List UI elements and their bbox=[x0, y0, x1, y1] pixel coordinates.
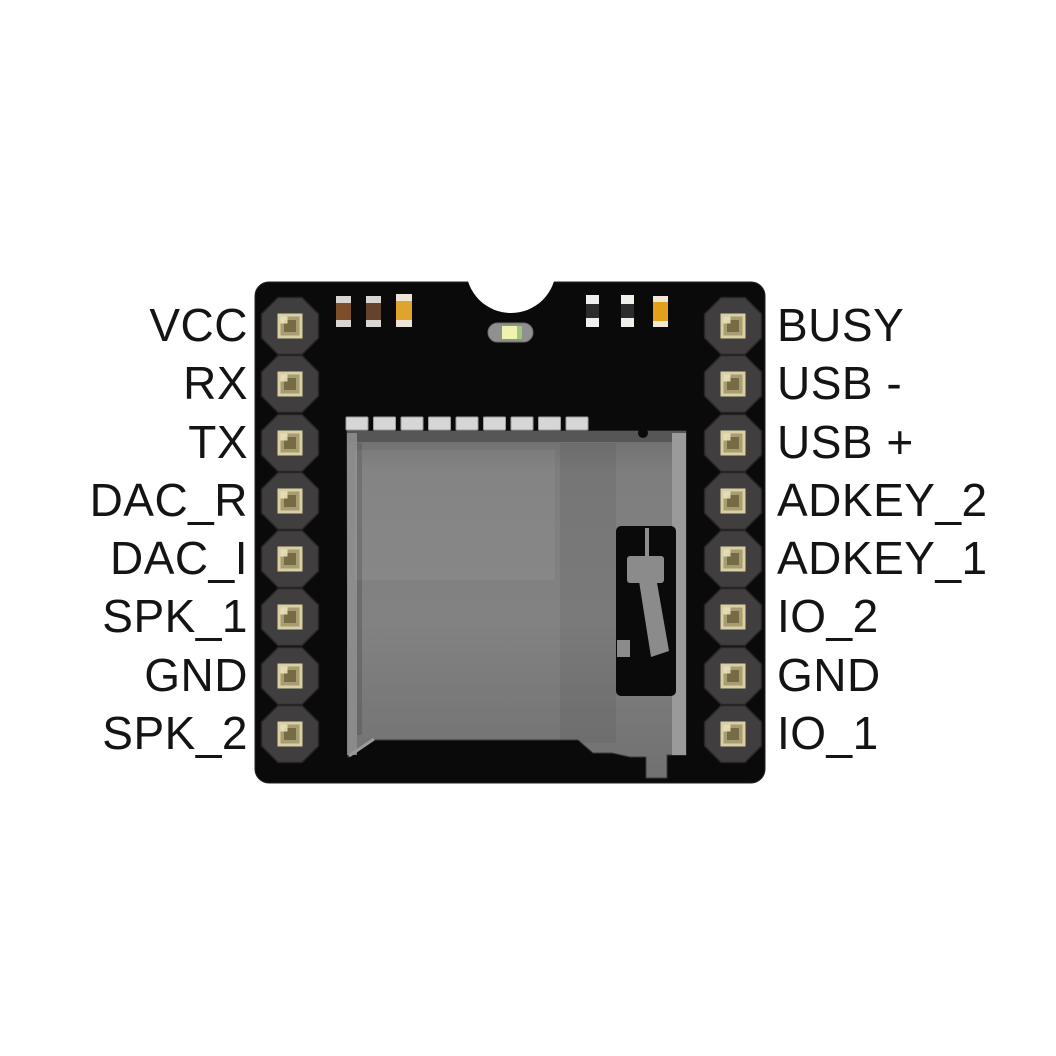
pin-usb-plus bbox=[703, 413, 763, 473]
pin-io-1 bbox=[703, 704, 763, 764]
pin-vcc bbox=[260, 296, 320, 356]
board-notch bbox=[466, 223, 556, 313]
slot-top-band bbox=[347, 431, 686, 442]
pin-label-spk-2: SPK_2 bbox=[102, 707, 248, 760]
smd-resistor bbox=[366, 296, 381, 327]
pin-label-dac-r: DAC_R bbox=[89, 474, 248, 527]
pin-label-busy: BUSY bbox=[777, 299, 905, 352]
pin-io-2 bbox=[703, 587, 763, 647]
pin-spk-1 bbox=[260, 587, 320, 647]
pin-label-adkey-2: ADKEY_2 bbox=[777, 474, 988, 527]
pin-label-adkey-1: ADKEY_1 bbox=[777, 532, 988, 585]
pin-label-tx: TX bbox=[188, 416, 248, 469]
slot-left-edge bbox=[347, 433, 357, 755]
pin-gnd-right bbox=[703, 646, 763, 706]
led-indicator bbox=[487, 322, 534, 343]
pin-dac-r bbox=[260, 471, 320, 531]
pin-busy bbox=[703, 296, 763, 356]
smd-resistor bbox=[586, 295, 599, 327]
smd-capacitor bbox=[396, 294, 412, 327]
pin-gnd-left bbox=[260, 646, 320, 706]
pin-label-io-1: IO_1 bbox=[777, 707, 879, 760]
pin-label-usb-plus: USB + bbox=[777, 416, 914, 469]
pin-dac-i bbox=[260, 529, 320, 589]
pin-label-gnd-right: GND bbox=[777, 649, 881, 702]
smd-capacitor bbox=[653, 296, 668, 327]
pin-label-io-2: IO_2 bbox=[777, 590, 879, 643]
card-detect-spring bbox=[617, 528, 669, 657]
smd-components-right bbox=[586, 295, 668, 327]
pin-usb-minus bbox=[703, 354, 763, 414]
pin-label-spk-1: SPK_1 bbox=[102, 590, 248, 643]
pin-label-usb-minus: USB - bbox=[777, 357, 903, 410]
pin-adkey-2 bbox=[703, 471, 763, 531]
pin-label-rx: RX bbox=[183, 357, 248, 410]
slot-chamfer-highlight bbox=[348, 737, 375, 758]
pin-label-gnd-left: GND bbox=[144, 649, 248, 702]
pin-spk-2 bbox=[260, 704, 320, 764]
sd-contacts bbox=[345, 416, 589, 431]
smd-resistor bbox=[336, 296, 351, 327]
smd-resistor bbox=[621, 295, 634, 327]
pin-label-vcc: VCC bbox=[149, 299, 248, 352]
microsd-slot bbox=[345, 416, 687, 779]
pin-label-dac-i: DAC_I bbox=[110, 532, 248, 585]
pin-rx bbox=[260, 354, 320, 414]
slot-top-notch bbox=[638, 428, 648, 438]
smd-components-left bbox=[336, 294, 412, 327]
pin-tx bbox=[260, 413, 320, 473]
pin-adkey-1 bbox=[703, 529, 763, 589]
